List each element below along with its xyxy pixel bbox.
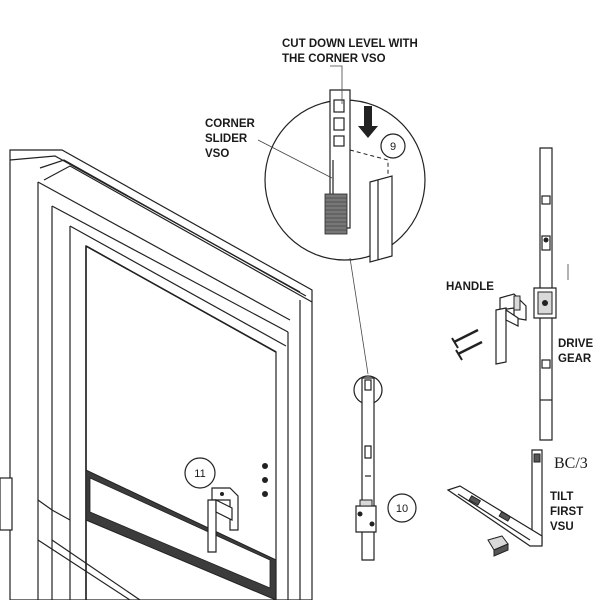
drive-gear-rod [533, 147, 569, 441]
screw-icon [451, 328, 479, 349]
handle-hole [262, 491, 268, 497]
step-9-label: 9 [390, 141, 396, 153]
corner-slider-label-line2: SLIDER [205, 133, 248, 145]
tilt-first-label-line2: FIRST [550, 506, 583, 518]
detail-magnifier [264, 89, 426, 263]
espagnolette-rod [353, 375, 383, 561]
step-10-marker: 10 [387, 493, 417, 523]
tilt-first-label-line1: TILT [550, 491, 573, 503]
step-11-label: 11 [194, 468, 205, 480]
mounted-handle [207, 487, 239, 553]
handle-part [495, 293, 527, 365]
handle-hole [262, 463, 268, 469]
corner-slider-label-line1: CORNER [205, 118, 256, 130]
cut-down-label-line2: THE CORNER VSO [282, 53, 386, 65]
cut-arrow-icon [358, 106, 378, 138]
drive-gear-label-line1: DRIVE [558, 338, 593, 350]
slider-teeth [324, 193, 348, 235]
corner-slider-label-line3: VSO [205, 148, 229, 160]
step-11-marker: 11 [184, 457, 216, 489]
reference-code: BC/3 [554, 455, 588, 472]
cut-down-label-line1: CUT DOWN LEVEL WITH [282, 38, 418, 50]
handle-hole [262, 477, 268, 483]
drive-gear-label-line2: GEAR [558, 353, 592, 365]
tilt-first-vsu [446, 449, 543, 557]
step-10-label: 10 [396, 503, 408, 515]
screw-icon [455, 340, 483, 361]
handle-label: HANDLE [446, 281, 494, 293]
tilt-first-label-line3: VSU [550, 521, 574, 533]
window-frame [0, 149, 313, 600]
step-9-marker: 9 [380, 133, 406, 159]
